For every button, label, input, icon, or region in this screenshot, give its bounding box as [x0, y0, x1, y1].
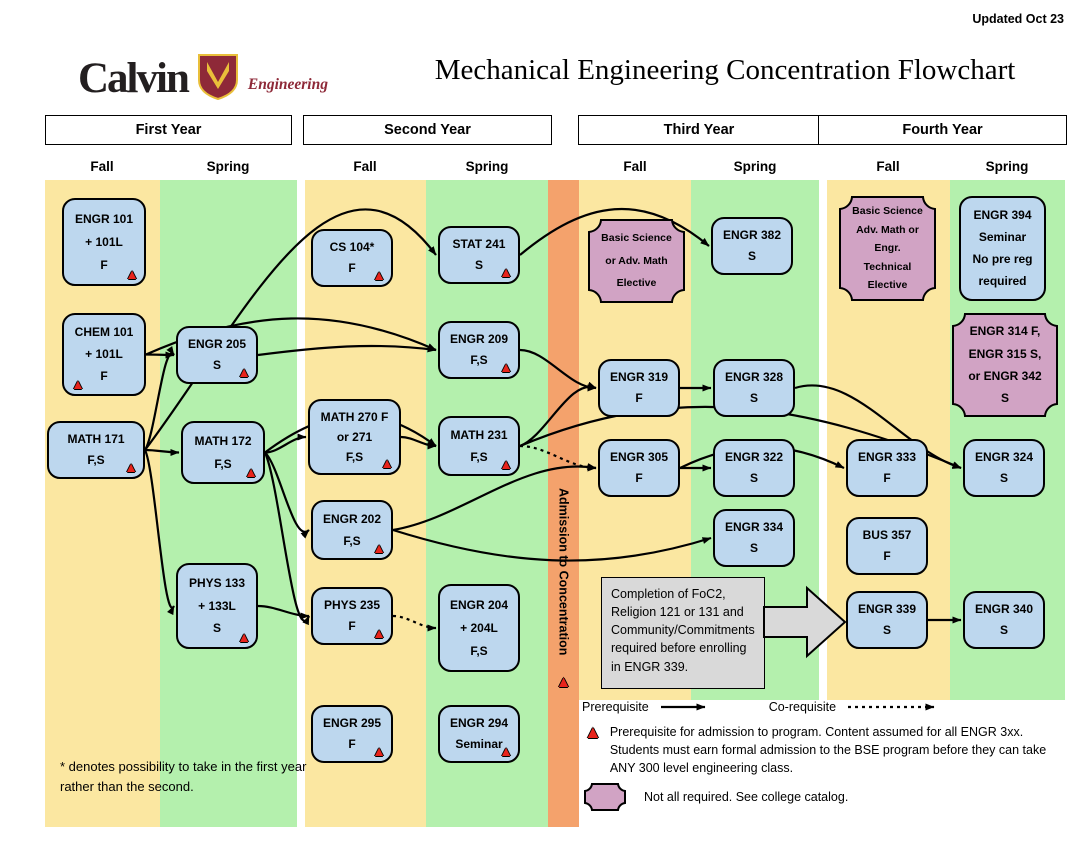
calvin-logo: Calvin Engineering — [78, 44, 328, 102]
engineering-label: Engineering — [247, 76, 328, 93]
page-title: Mechanical Engineering Concentration Flo… — [434, 54, 1016, 86]
band-y2-fall — [305, 180, 426, 827]
completion-arrow — [763, 585, 847, 659]
year-header-second: Second Year — [303, 115, 552, 145]
calvin-shield-icon — [197, 54, 238, 101]
sem-label-y2-spring: Spring — [465, 159, 509, 174]
year-header-first: First Year — [45, 115, 292, 145]
legend-elective-row: Not all required. See college catalog. — [582, 783, 1064, 812]
sem-label-y1-spring: Spring — [206, 159, 250, 174]
band-y1-spring — [160, 180, 297, 827]
sem-label-y3-spring: Spring — [733, 159, 777, 174]
admission-triangle-icon: ▲ — [584, 722, 602, 742]
legend-triangle-row: ▲ Prerequisite for admission to program.… — [582, 723, 1064, 777]
admission-bar-label: Admission to Concentration — [556, 488, 571, 656]
legend-arrow-row: Prerequisite Co-requisite — [582, 700, 1064, 714]
corequisite-arrow-icon — [848, 703, 935, 711]
year-header-fourth: Fourth Year — [818, 115, 1067, 145]
footnote: * denotes possibility to take in the fir… — [60, 759, 307, 794]
prerequisite-arrow-icon — [660, 703, 706, 711]
sem-label-y1-fall: Fall — [90, 159, 114, 174]
calvin-wordmark: Calvin — [78, 55, 190, 102]
prerequisite-label: Prerequisite — [582, 700, 649, 714]
legend: Prerequisite Co-requisite ▲ Prerequisite… — [582, 700, 1064, 812]
elective-shape-icon — [584, 783, 626, 812]
year-header-third: Third Year — [578, 115, 820, 145]
completion-note: Completion of FoC2, Religion 121 or 131 … — [601, 577, 765, 689]
elective-note: Not all required. See college catalog. — [644, 790, 849, 805]
sem-label-y3-fall: Fall — [623, 159, 647, 174]
sem-label-y4-spring: Spring — [985, 159, 1029, 174]
corequisite-label: Co-requisite — [768, 700, 837, 714]
admission-triangle-icon: ▲ — [555, 674, 572, 691]
sem-label-y4-fall: Fall — [876, 159, 900, 174]
sem-label-y2-fall: Fall — [353, 159, 377, 174]
triangle-note: Prerequisite for admission to program. C… — [609, 725, 1047, 776]
band-y1-fall — [45, 180, 160, 827]
admission-bar: Admission to Concentration ▲ — [548, 180, 579, 827]
band-y4-spring — [950, 180, 1065, 700]
updated-date: Updated Oct 23 — [972, 12, 1064, 26]
band-y2-spring — [426, 180, 548, 827]
